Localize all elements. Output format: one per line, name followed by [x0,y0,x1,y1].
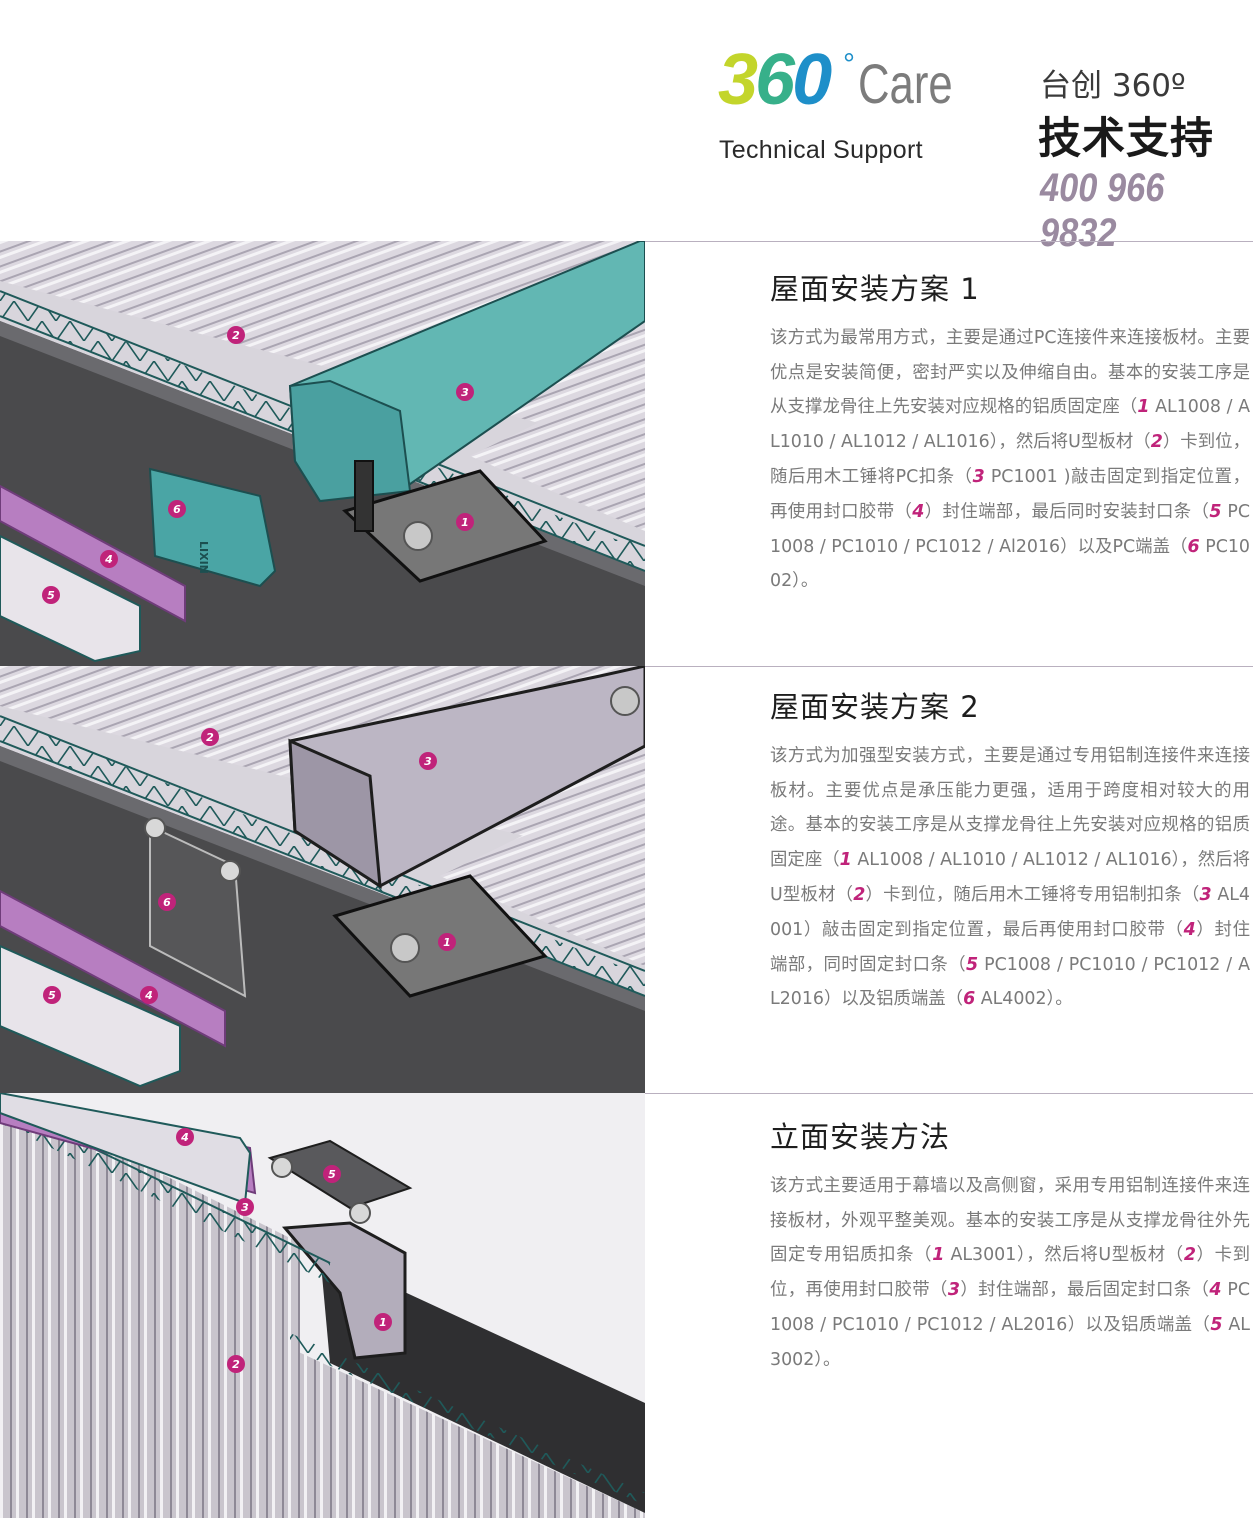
svg-text:5: 5 [47,589,55,602]
callout-number: 4 [912,501,925,522]
body-text: PC1002）。 [770,536,1250,592]
callout-5: 5 [43,986,61,1004]
section-roof-install-1: 屋面安装方案 1 该方式为最常用方式，主要是通过PC连接件来连接板材。主要优点是… [770,272,1250,599]
callout-number: 6 [1187,536,1200,557]
svg-text:6: 6 [163,896,171,909]
svg-text:1: 1 [443,936,451,949]
section-roof-install-2: 屋面安装方案 2 该方式为加强型安装方式，主要是通过专用铝制连接件来连接板材。主… [770,690,1250,1017]
svg-text:1: 1 [379,1316,387,1329]
callout-6: 6 [158,893,176,911]
header-brand-cn: 台创 360º [1040,68,1186,104]
callout-1: 1 [438,933,456,951]
section-body: 该方式为最常用方式，主要是通过PC连接件来连接板材。主要优点是安装简便，密封严实… [770,321,1250,599]
section-title: 立面安装方法 [770,1120,951,1154]
callout-number: 2 [853,884,866,905]
svg-text:1: 1 [461,516,469,529]
logo-360-mark: 360 [718,40,832,120]
callout-number: 5 [1209,501,1222,522]
callout-5: 5 [323,1165,341,1183]
callout-number: 2 [1150,432,1163,453]
header-phone: 400 966 9832 [1040,166,1165,255]
callout-number: 3 [1199,884,1212,905]
callout-number: 6 [963,989,976,1010]
callout-number: 4 [1183,919,1196,940]
svg-text:5: 5 [328,1168,336,1181]
callout-number: 5 [966,954,979,975]
svg-text:5: 5 [48,989,56,1002]
callout-6: 6 [168,500,186,518]
facade-install-illustration: 4 5 3 1 2 [0,1093,645,1518]
body-text: PC1008 / PC1010 / PC1012 / AL2016）以及铝质端盖… [770,1280,1250,1335]
svg-text:2: 2 [206,731,214,744]
svg-text:3: 3 [424,755,432,768]
section-body: 该方式为加强型安装方式，主要是通过专用铝制连接件来连接板材。主要优点是承压能力更… [770,739,1250,1017]
callout-number: 1 [1137,397,1150,418]
callout-2: 2 [227,326,245,344]
callout-number: 1 [932,1245,945,1266]
body-text: AL3001），然后将U型板材（ [944,1245,1184,1266]
section-facade-install: 立面安装方法 该方式主要适用于幕墙以及高侧窗，采用专用铝制连接件来连接板材，外观… [770,1120,1250,1378]
callout-number: 4 [1209,1280,1222,1301]
svg-text:4: 4 [180,1131,189,1144]
body-text: PC1008 / PC1010 / PC1012 / AL2016）以及铝质端盖… [770,954,1250,1010]
callout-1: 1 [456,513,474,531]
roof-install-2-illustration: 2 3 6 5 4 1 [0,666,645,1093]
body-text: 该方式主要适用于幕墙以及高侧窗，采用专用铝制连接件来连接板材，外观平整美观。基本… [770,1175,1250,1266]
divider-1 [645,241,1253,242]
body-text: ）封住端部，最后固定封口条（ [959,1280,1210,1301]
body-text: 该方式为最常用方式，主要是通过PC连接件来连接板材。主要优点是安装简便，密封严实… [770,327,1250,418]
body-text: 该方式为加强型安装方式，主要是通过专用铝制连接件来连接板材。主要优点是承压能力更… [770,745,1250,871]
body-text: PC1008 / PC1010 / PC1012 / Al2016）以及PC端盖… [770,501,1250,557]
callout-4: 4 [100,550,118,568]
header-title-cn: 技术支持 [1038,114,1214,164]
callout-4: 4 [176,1128,194,1146]
callout-2: 2 [201,728,219,746]
callout-5: 5 [42,586,60,604]
body-text: PC1001 )敲击固定到指定位置，再使用封口胶带（ [770,466,1250,522]
callout-3: 3 [236,1198,254,1216]
body-text: ）卡到位，随后用木工锤将PC扣条（ [770,432,1250,487]
callout-number: 2 [1183,1245,1196,1266]
body-text: AL1008 / AL1010 / AL1012 / AL1016），然后将U型… [770,397,1250,453]
svg-text:2: 2 [232,329,240,342]
body-text: AL4001）敲击固定到指定位置，最后再使用封口胶带（ [770,884,1250,940]
logo-care: Care [858,52,953,115]
body-text: ）封住端部，最后同时安装封口条（ [924,501,1210,522]
body-text: AL1008 / AL1010 / AL1012 / AL1016），然后将U型… [770,850,1250,905]
body-text: AL3002）。 [770,1314,1250,1370]
callout-1: 1 [374,1313,392,1331]
callout-number: 3 [972,466,985,487]
svg-text:4: 4 [104,553,113,566]
divider-2 [645,666,1253,667]
roof-install-1-illustration: LIXIN 2 3 6 4 5 1 [0,241,645,666]
divider-3 [645,1093,1253,1094]
body-text: ）卡到位，随后用木工锤将专用铝制扣条（ [865,884,1200,905]
callout-3: 3 [456,383,474,401]
callout-number: 5 [1210,1314,1223,1335]
logo-subtitle: Technical Support [719,136,923,164]
callout-number: 1 [839,850,852,871]
section-body: 该方式主要适用于幕墙以及高侧窗，采用专用铝制连接件来连接板材，外观平整美观。基本… [770,1169,1250,1378]
svg-text:3: 3 [241,1201,249,1214]
callout-3: 3 [419,752,437,770]
svg-text:4: 4 [144,989,153,1002]
section-title: 屋面安装方案 1 [770,272,980,306]
body-text: ）卡到位，再使用封口胶带（ [770,1245,1250,1301]
svg-text:3: 3 [461,386,469,399]
cap-brand-text: LIXIN [197,541,210,574]
logo-degree: ° [843,48,855,81]
body-text: ）封住端部，同时固定封口条（ [770,919,1250,975]
callout-2: 2 [227,1355,245,1373]
svg-text:6: 6 [173,503,181,516]
callout-number: 3 [947,1280,960,1301]
body-text: AL4002）。 [975,989,1073,1010]
svg-text:2: 2 [232,1358,240,1371]
callout-4: 4 [140,986,158,1004]
section-title: 屋面安装方案 2 [770,690,980,724]
